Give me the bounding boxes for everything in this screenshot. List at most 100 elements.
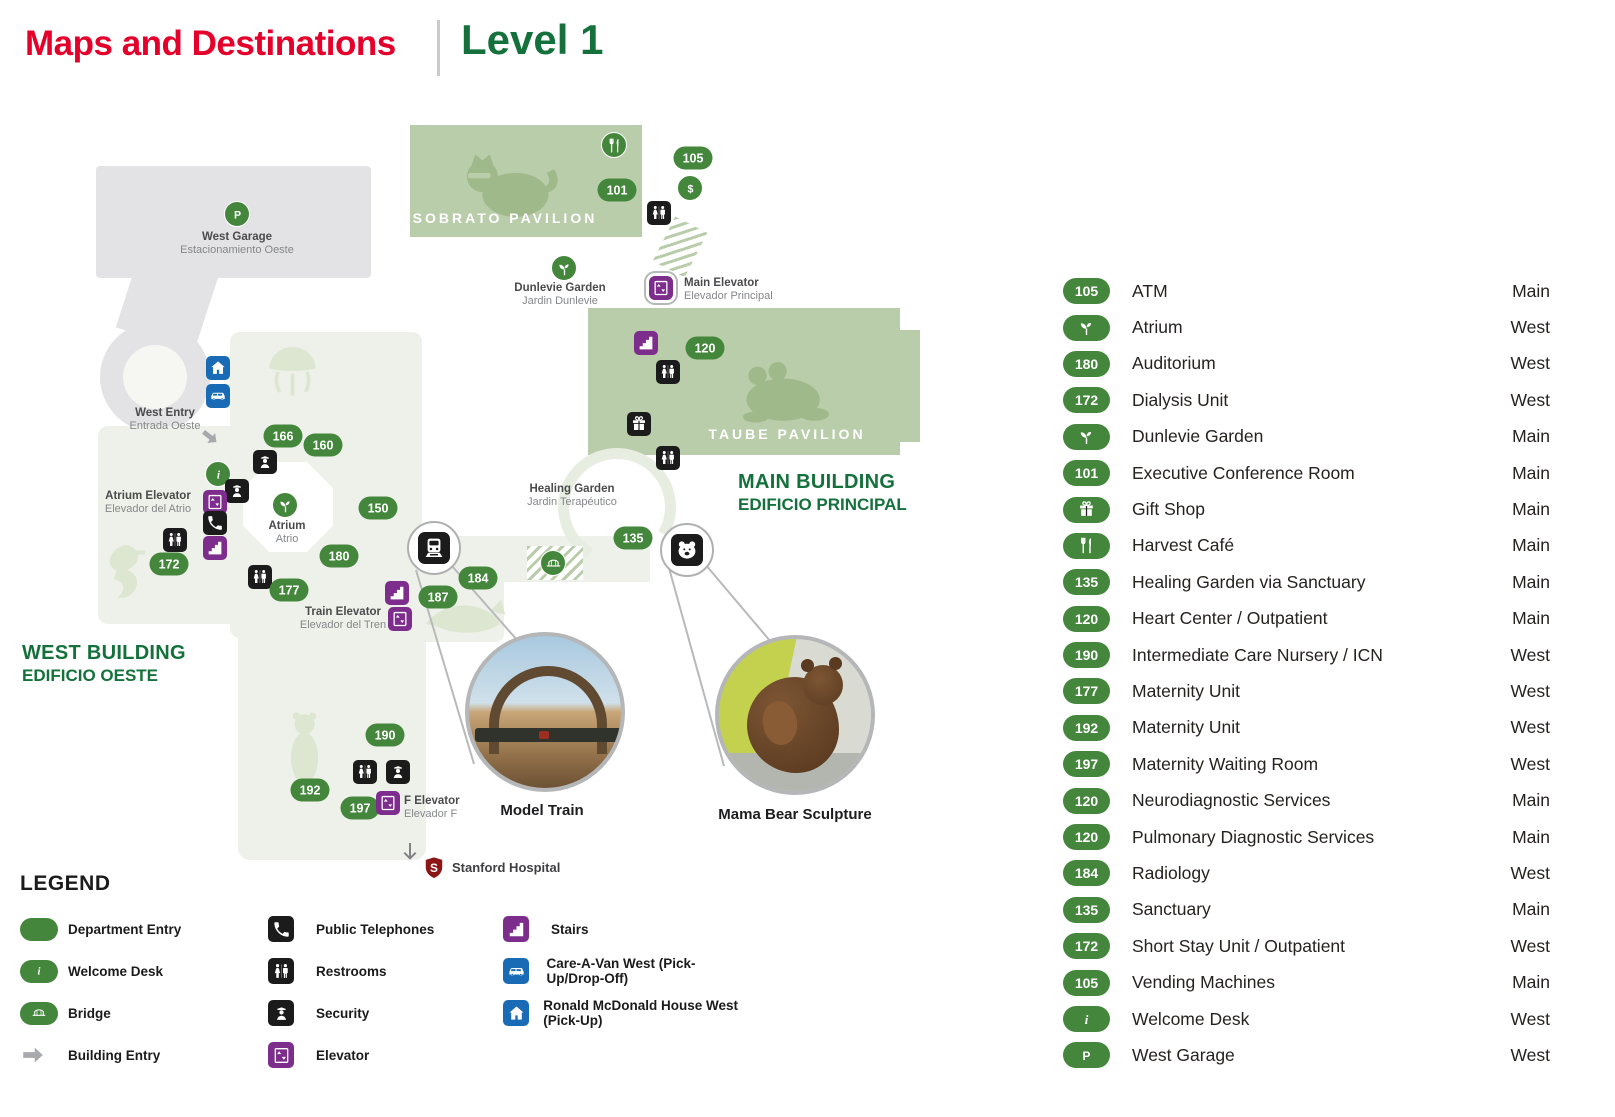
restroom-icon[interactable] [248, 565, 272, 589]
dest-187[interactable]: 187 [418, 585, 458, 609]
restroom-icon[interactable] [163, 528, 187, 552]
room-number-badge: 177 [1063, 678, 1110, 705]
destination-building: Main [1512, 499, 1550, 520]
flower-icon [1063, 423, 1110, 450]
dest-180[interactable]: 180 [319, 544, 359, 568]
destination-name: Heart Center / Outpatient [1132, 608, 1328, 629]
room-number-badge: 180 [1063, 350, 1110, 377]
security-icon[interactable] [253, 450, 277, 474]
restroom-icon[interactable] [656, 360, 680, 384]
whale-icon [420, 594, 510, 651]
dest-192[interactable]: 192 [290, 778, 330, 802]
dest-150[interactable]: 150 [358, 496, 398, 520]
ronald-mcdonald-house-icon[interactable] [206, 356, 230, 380]
f-elevator-icon[interactable] [376, 791, 400, 815]
room-number-badge: 197 [1063, 751, 1110, 778]
restroom-icon[interactable] [647, 201, 671, 225]
stairs-icon[interactable] [385, 581, 409, 605]
destination-building: Main [1512, 899, 1550, 920]
directory-row[interactable]: Dunlevie Garden Main [1063, 419, 1550, 455]
train-elevator-icon[interactable] [388, 607, 412, 631]
destination-name: Neurodiagnostic Services [1132, 790, 1331, 811]
destination-name: Short Stay Unit / Outpatient [1132, 935, 1346, 956]
dest-197[interactable]: 197 [340, 796, 380, 820]
main-elevator-icon[interactable] [649, 276, 673, 300]
west-building-corridor [350, 536, 650, 582]
security-icon [268, 1000, 308, 1026]
model-train-marker[interactable] [407, 521, 461, 575]
dest-166[interactable]: 166 [263, 424, 303, 448]
dest-177[interactable]: 177 [269, 578, 309, 602]
destination-building: Main [1512, 426, 1550, 447]
mama-bear-marker[interactable] [660, 523, 714, 577]
destination-building: Main [1512, 826, 1550, 847]
atrium-icon[interactable] [272, 492, 298, 518]
dest-172[interactable]: 172 [149, 552, 189, 576]
bridge-icon[interactable] [540, 550, 566, 576]
dest-120[interactable]: 120 [685, 336, 725, 360]
destination-name: West Garage [1132, 1044, 1235, 1065]
destination-building: West [1510, 717, 1550, 738]
dest-135[interactable]: 135 [613, 526, 653, 550]
dest-184[interactable]: 184 [458, 566, 498, 590]
level-title: Level 1 [461, 16, 604, 63]
restroom-icon[interactable] [353, 760, 377, 784]
public-telephones-icon[interactable] [203, 511, 227, 535]
harvest-cafe-icon[interactable] [601, 132, 627, 158]
destination-name: ATM [1132, 280, 1168, 301]
room-number-badge: 172 [1063, 387, 1110, 414]
svg-text:i: i [38, 967, 41, 978]
destination-name: Vending Machines [1132, 972, 1276, 993]
legend-item: Elevator [268, 1034, 503, 1076]
stairs-icon[interactable] [203, 536, 227, 560]
care-a-van-icon[interactable] [206, 384, 230, 408]
dest-105[interactable]: 105 [673, 146, 713, 170]
svg-text:i: i [216, 469, 220, 481]
svg-text:P: P [1083, 1049, 1091, 1063]
dest-190[interactable]: 190 [365, 723, 405, 747]
restroom-icon[interactable] [656, 446, 680, 470]
train-arch [489, 666, 607, 754]
legend-label: Restrooms [316, 963, 387, 979]
dunlevie-garden-icon[interactable] [551, 255, 577, 281]
security-icon[interactable] [386, 760, 410, 784]
west-garage-p-icon[interactable]: P [224, 201, 250, 227]
gift-shop-icon[interactable] [627, 412, 651, 436]
room-number-badge: 135 [1063, 569, 1110, 596]
atm-icon[interactable]: $ [677, 175, 703, 201]
dest-101[interactable]: 101 [597, 178, 637, 202]
atrium-elevator-icon[interactable] [203, 490, 227, 514]
stairs-icon[interactable] [634, 331, 658, 355]
security-icon[interactable] [225, 479, 249, 503]
legend-item: Care-A-Van West (Pick-Up/Drop-Off) [503, 950, 751, 992]
destination-name: Dunlevie Garden [1132, 426, 1264, 447]
dest-160[interactable]: 160 [303, 433, 343, 457]
destination-name: Pulmonary Diagnostic Services [1132, 826, 1375, 847]
stanford-shield-icon: S [421, 855, 447, 881]
destination-name: Welcome Desk [1132, 1008, 1250, 1029]
